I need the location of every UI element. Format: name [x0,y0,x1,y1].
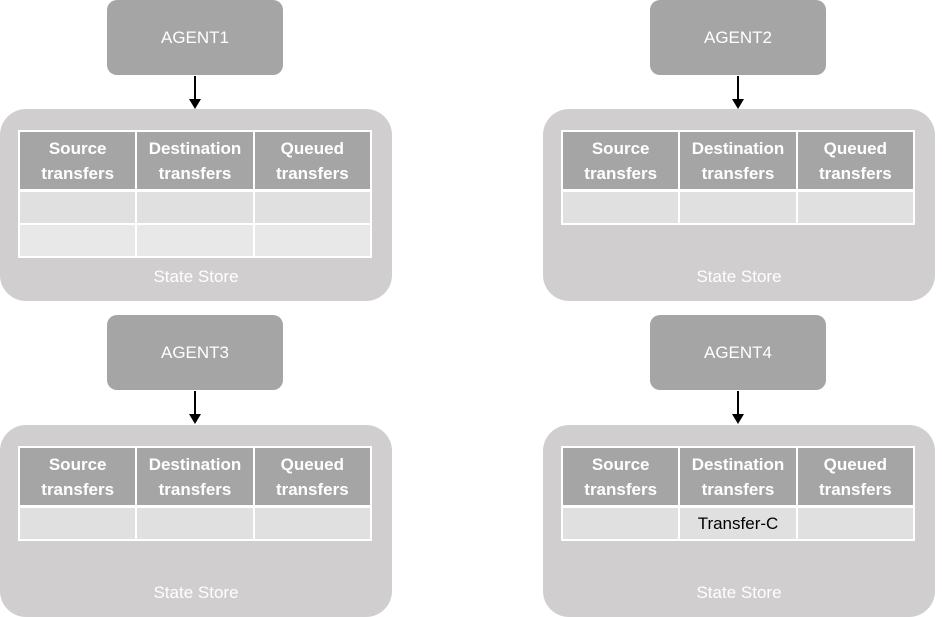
state-store-label: State Store [153,583,239,602]
agent2-transfers-table: Source transfers Destination transfers Q… [560,130,916,225]
agent2-label: AGENT2 [703,27,773,47]
agent3-label: AGENT3 [160,342,230,362]
agent2-box: AGENT2 [650,0,826,75]
agent4-state-store: Source transfers Destination transfers Q… [543,425,935,617]
table-row [17,189,373,225]
cell-queued [252,223,373,258]
cell-source [17,223,138,258]
agent2-arrow [732,76,744,109]
table-row: Transfer-C [560,505,916,541]
header-destination: Destination transfers [678,446,798,508]
agent2-state-store: Source transfers Destination transfers Q… [543,109,935,301]
agent1-box: AGENT1 [107,0,283,75]
table-header-row: Source transfers Destination transfers Q… [17,446,373,508]
agent4-arrow [732,391,744,424]
header-source: Source transfers [560,130,681,192]
cell-source [560,189,681,225]
table-row [17,505,373,541]
agent3-box: AGENT3 [107,315,283,390]
cell-queued [795,505,916,541]
header-queued: Queued transfers [252,446,373,508]
state-store-label: State Store [696,583,782,602]
agent4-label: AGENT4 [703,342,773,362]
agent3-arrow [189,391,201,424]
table-row [17,223,373,258]
cell-destination: Transfer-C [678,505,798,541]
table-row [560,189,916,225]
header-destination: Destination transfers [678,130,798,192]
cell-destination [678,189,798,225]
cell-destination [135,223,255,258]
header-queued: Queued transfers [795,446,916,508]
agent1-arrow [189,76,201,109]
header-source: Source transfers [17,130,138,192]
cell-source [17,189,138,225]
cell-destination [135,189,255,225]
header-queued: Queued transfers [252,130,373,192]
table-header-row: Source transfers Destination transfers Q… [560,446,916,508]
table-header-row: Source transfers Destination transfers Q… [560,130,916,192]
header-queued: Queued transfers [795,130,916,192]
agent1-label: AGENT1 [160,27,230,47]
cell-queued [252,505,373,541]
cell-queued [252,189,373,225]
agent4-box: AGENT4 [650,315,826,390]
header-source: Source transfers [560,446,681,508]
table-header-row: Source transfers Destination transfers Q… [17,130,373,192]
cell-source [17,505,138,541]
cell-source [560,505,681,541]
header-source: Source transfers [17,446,138,508]
header-destination: Destination transfers [135,130,255,192]
header-destination: Destination transfers [135,446,255,508]
agent4-transfers-table: Source transfers Destination transfers Q… [560,446,916,541]
agent3-state-store: Source transfers Destination transfers Q… [0,425,392,617]
cell-queued [795,189,916,225]
cell-destination [135,505,255,541]
state-store-label: State Store [696,267,782,286]
state-store-label: State Store [153,267,239,286]
agent1-transfers-table: Source transfers Destination transfers Q… [17,130,373,258]
agent1-state-store: Source transfers Destination transfers Q… [0,109,392,301]
agent3-transfers-table: Source transfers Destination transfers Q… [17,446,373,541]
